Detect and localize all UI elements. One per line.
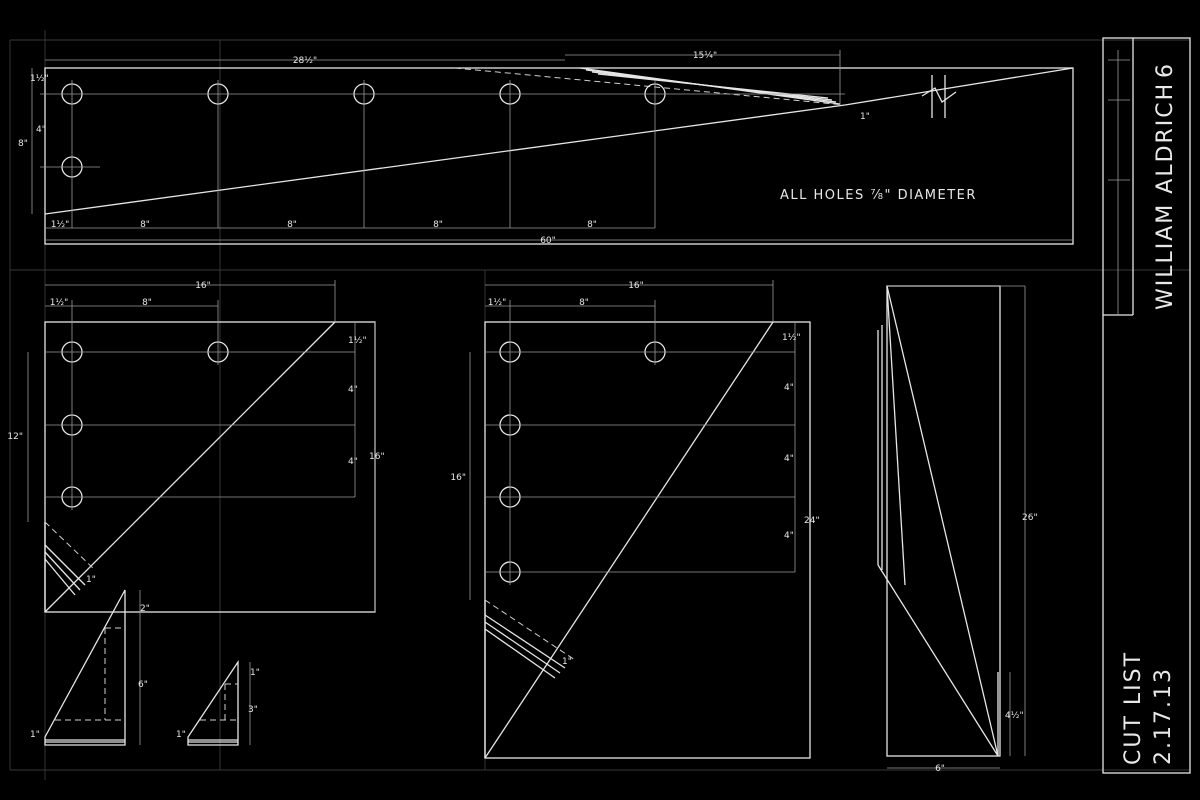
dim-gusset-2-sp2: 4" (784, 454, 794, 464)
dim-gusset-1-thick: 1" (86, 575, 96, 585)
dim-beam-height: 8" (18, 139, 28, 149)
dim-block-1-thick: 1" (30, 730, 40, 740)
dim-gusset-2-edge: 1½" (488, 298, 507, 308)
dim-gusset-2-left: 16" (450, 473, 466, 483)
gusset-1-view: 16" 1½" 8" 1½" 4" 4" 16" 12" 1" (7, 280, 385, 613)
dim-gusset-1-sp1: 4" (348, 385, 358, 395)
dim-gusset-1-sp2: 4" (348, 457, 358, 467)
block-1-view: 2" 6" 1" (30, 589, 150, 746)
dim-gusset-2-top: 1½" (782, 333, 801, 343)
dim-beam-taper: 15¼" (693, 51, 717, 61)
dim-block-2-thick: 1" (176, 730, 186, 740)
dim-gusset-2-sp1: 4" (784, 383, 794, 393)
sheet-title: CUT LIST (1121, 651, 1146, 765)
dim-beam-space-3: 8" (433, 220, 443, 230)
dim-beam-length: 60" (540, 236, 556, 246)
dim-gusset-2-thick: 1" (562, 657, 572, 667)
dim-beam-space-2: 8" (287, 220, 297, 230)
block-2-view: 1" 3" 1" (176, 659, 260, 746)
dim-gusset-2-height: 24" (804, 516, 820, 526)
dim-beam-hole-v: 4" (36, 125, 46, 135)
dim-gusset-1-height: 16" (369, 452, 385, 462)
dim-block-1-height: 6" (138, 680, 148, 690)
dim-gusset-2-width: 16" (628, 281, 644, 291)
dim-brace-height: 26" (1022, 513, 1038, 523)
dim-beam-tip: 1" (860, 112, 870, 122)
dim-beam-end: 1½" (51, 220, 70, 230)
dim-gusset-1-top: 1½" (348, 336, 367, 346)
dim-gusset-1-space: 8" (142, 298, 152, 308)
dim-beam-space-1: 8" (140, 220, 150, 230)
dim-block-1-top: 2" (140, 604, 150, 614)
dim-gusset-1-edge: 1½" (50, 298, 69, 308)
drawing-date: 2.17.13 (1151, 667, 1176, 765)
dim-gusset-2-sp3: 4" (784, 531, 794, 541)
title-block: WILLIAM ALDRICH 6 CUT LIST 2.17.13 (1102, 37, 1191, 774)
dim-block-2-height: 3" (248, 705, 258, 715)
construction-lines (9, 30, 1190, 780)
sheet-number: 6 (1153, 62, 1178, 78)
brace-view: 26" 4½" 6" (877, 285, 1038, 774)
dim-brace-foot: 4½" (1005, 711, 1024, 721)
dim-gusset-1-width: 16" (195, 281, 211, 291)
gusset-2-view: 16" 1½" 8" 1½" 4" 4" 4" 24" 16" 1" (450, 280, 820, 759)
holes-note: ALL HOLES ⅞" DIAMETER (780, 188, 977, 203)
dim-gusset-2-space: 8" (579, 298, 589, 308)
dim-beam-edge-top: 1½" (30, 74, 49, 84)
beam-view: 28½" 15¼" 1½" 8" 4" 1" 1½" 8" 8" 8" 8" 6… (18, 50, 1074, 246)
dim-beam-space-4: 8" (587, 220, 597, 230)
dim-beam-total: 28½" (293, 56, 317, 66)
dim-brace-base: 6" (935, 764, 945, 774)
dim-block-2-top: 1" (250, 668, 260, 678)
dim-gusset-1-left: 12" (7, 432, 23, 442)
author-name: WILLIAM ALDRICH (1153, 82, 1178, 310)
